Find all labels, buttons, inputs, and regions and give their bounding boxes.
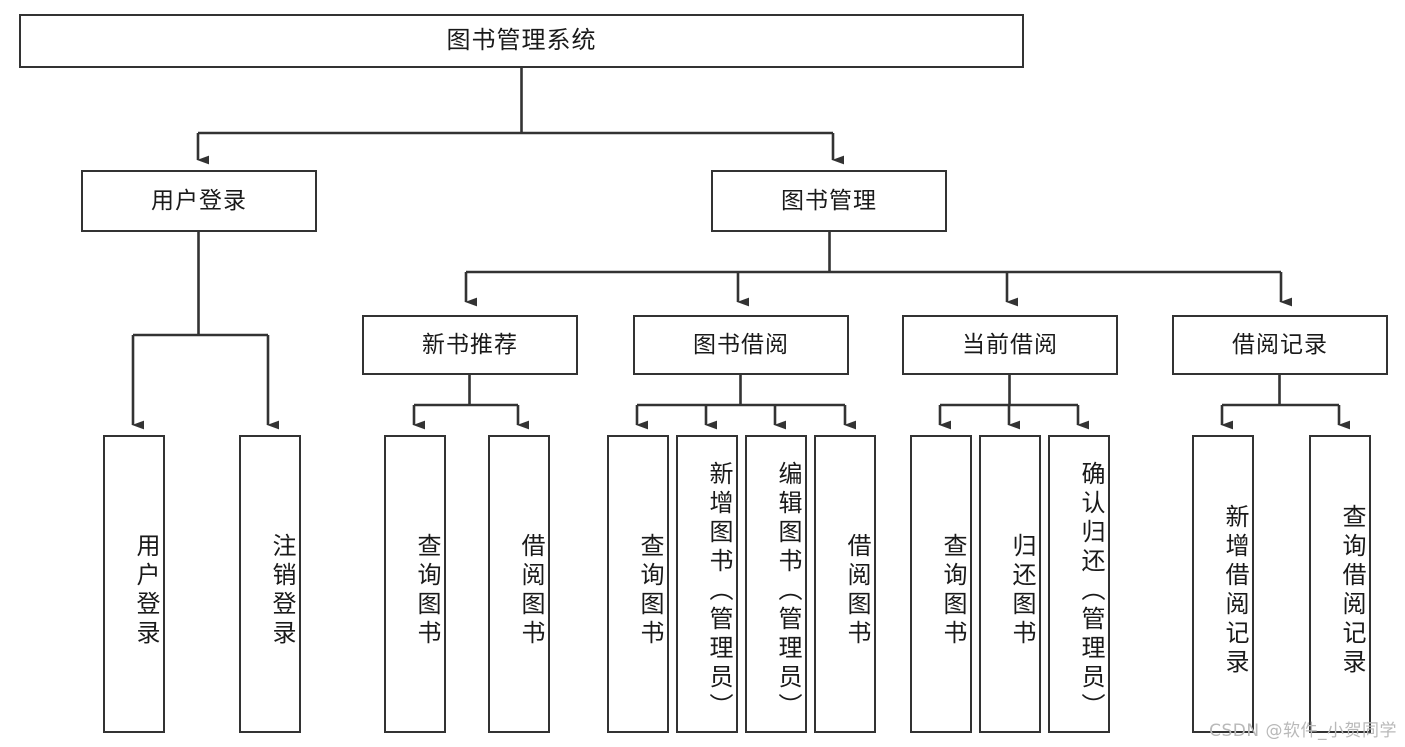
node-root-system[interactable]: 图书管理系统 xyxy=(19,14,1024,68)
leaf-record-query-record[interactable]: 查询借阅记录 xyxy=(1309,435,1371,733)
leaf-label: 编辑图书（管理员） xyxy=(774,460,801,722)
leaf-borrow-do-borrow-book[interactable]: 借阅图书 xyxy=(814,435,876,733)
leaf-label: 借阅图书 xyxy=(843,533,870,649)
leaf-current-confirm-return-admin[interactable]: 确认归还（管理员） xyxy=(1048,435,1110,733)
leaf-label: 注销登录 xyxy=(268,533,295,649)
node-borrow-record[interactable]: 借阅记录 xyxy=(1172,315,1388,375)
leaf-user-logout[interactable]: 注销登录 xyxy=(239,435,301,733)
leaf-label: 查询图书 xyxy=(413,533,440,649)
leaf-borrow-edit-book-admin[interactable]: 编辑图书（管理员） xyxy=(745,435,807,733)
leaf-current-query-book[interactable]: 查询图书 xyxy=(910,435,972,733)
node-new-book-recommend[interactable]: 新书推荐 xyxy=(362,315,578,375)
node-book-manage[interactable]: 图书管理 xyxy=(711,170,947,232)
leaf-label: 新增图书（管理员） xyxy=(705,460,732,722)
leaf-label: 借阅图书 xyxy=(517,533,544,649)
leaf-label: 查询图书 xyxy=(636,533,663,649)
leaf-borrow-query-book[interactable]: 查询图书 xyxy=(607,435,669,733)
leaf-label: 查询图书 xyxy=(939,533,966,649)
leaf-borrow-add-book-admin[interactable]: 新增图书（管理员） xyxy=(676,435,738,733)
leaf-label: 新增借阅记录 xyxy=(1221,504,1248,678)
leaf-current-return-book[interactable]: 归还图书 xyxy=(979,435,1041,733)
node-current-borrow[interactable]: 当前借阅 xyxy=(902,315,1118,375)
leaf-label: 归还图书 xyxy=(1008,533,1035,649)
leaf-label: 用户登录 xyxy=(132,533,159,649)
leaf-user-login[interactable]: 用户登录 xyxy=(103,435,165,733)
leaf-label: 查询借阅记录 xyxy=(1338,504,1365,678)
leaf-record-add-record[interactable]: 新增借阅记录 xyxy=(1192,435,1254,733)
leaf-label: 确认归还（管理员） xyxy=(1077,460,1104,722)
node-book-borrow[interactable]: 图书借阅 xyxy=(633,315,849,375)
node-user-login[interactable]: 用户登录 xyxy=(81,170,317,232)
leaf-recommend-borrow-book[interactable]: 借阅图书 xyxy=(488,435,550,733)
leaf-recommend-query-book[interactable]: 查询图书 xyxy=(384,435,446,733)
